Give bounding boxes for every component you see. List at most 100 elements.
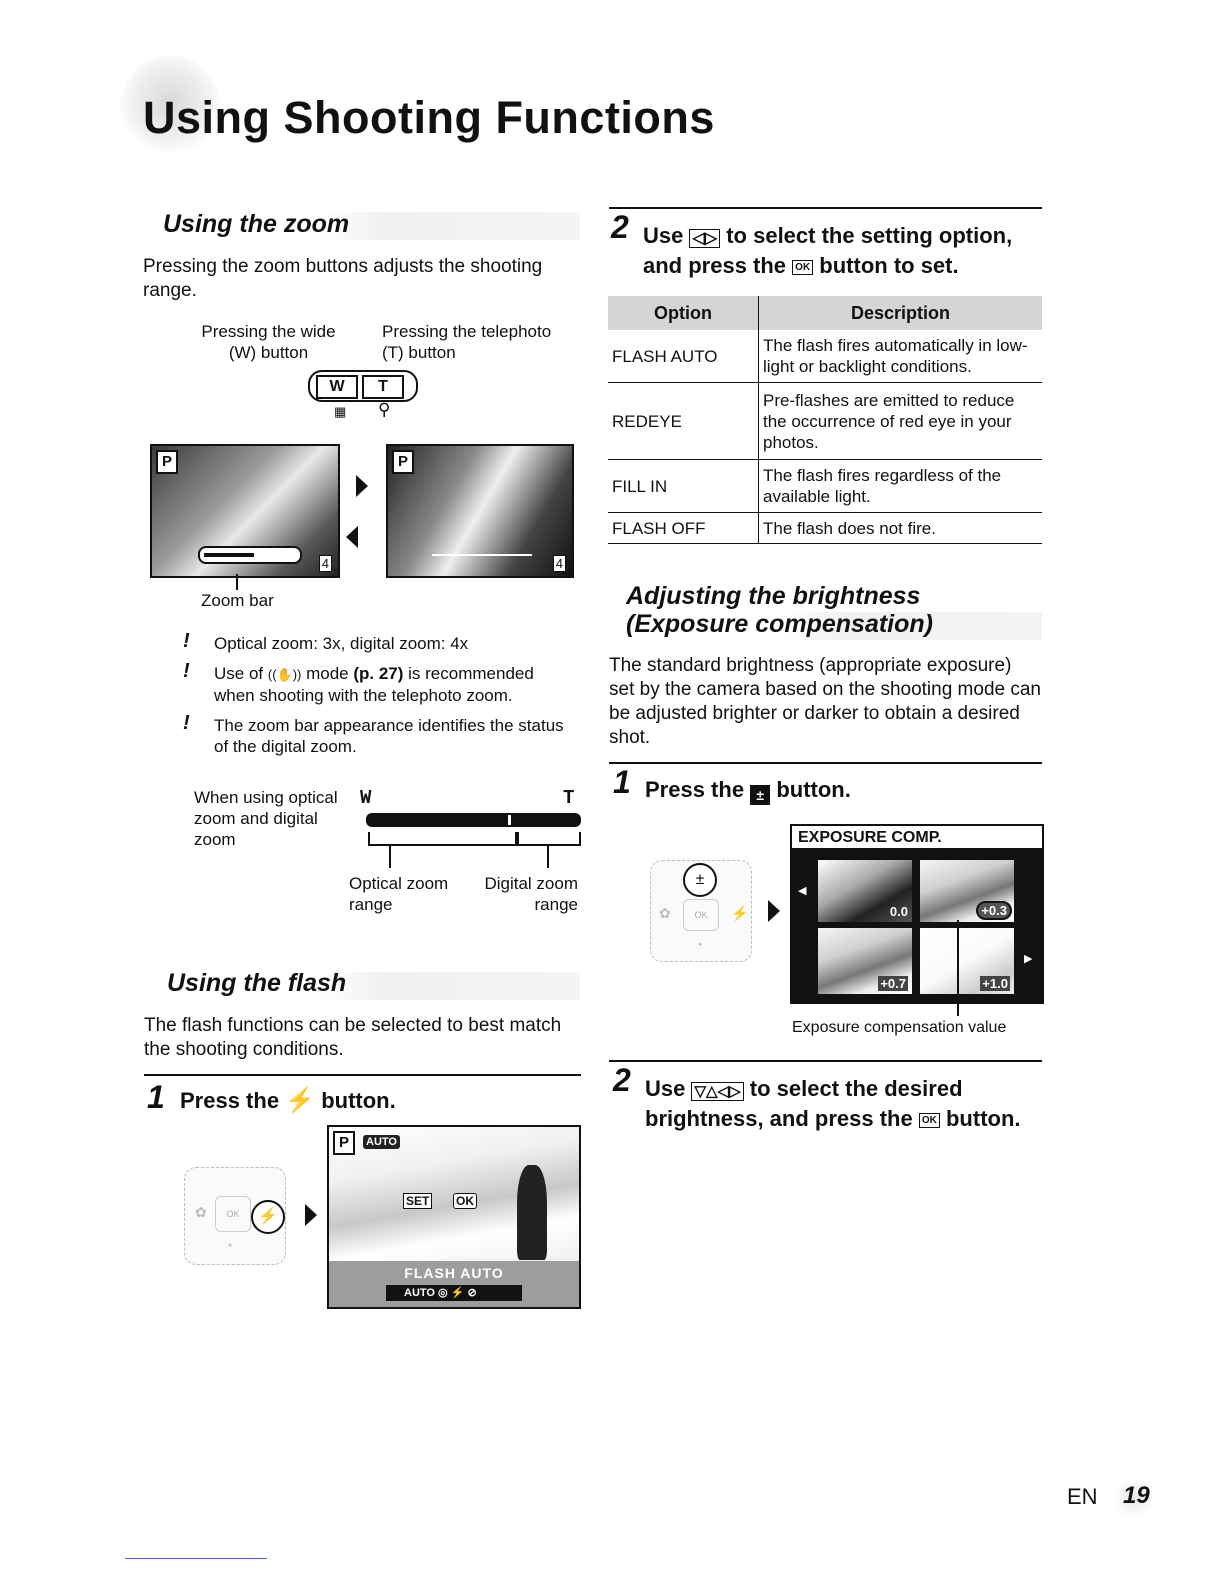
redeye-icon[interactable]: ◎ [438,1287,451,1299]
step-text: button. [945,1106,1021,1131]
w-button[interactable]: W [316,375,358,399]
flash-screen: P AUTO SET OK FLASH AUTO AUTO ◎ ⚡ ⊘ [327,1125,581,1309]
zoom-notes: ! Optical zoom: 3x, digital zoom: 4x ! U… [183,631,573,757]
description-cell: The flash fires regardless of the availa… [758,459,1042,513]
zoom-lever[interactable]: W T [308,370,418,402]
exposure-value: +1.0 [980,976,1010,991]
flash-step2: Use ◁▷ to select the setting option, and… [643,222,1043,281]
option-cell: FILL IN [608,459,759,513]
table-header-row: Option Description [608,296,1042,330]
flash-mode-label: FLASH AUTO [404,1265,504,1281]
zoom-bar-fill [204,553,254,557]
ok-func-button[interactable]: OK [683,899,719,931]
t-indicator: T [563,787,575,809]
image-stabilizer-icon: ((✋)) [267,667,302,682]
flash-icon: ⚡ [285,1087,316,1114]
auto-badge: AUTO [363,1135,400,1149]
digital-pointer [547,846,549,868]
flash-icon: ⚡ [731,905,749,921]
step-text: and press the [643,253,787,278]
flash-heading: Using the flash [167,969,347,997]
flash-button[interactable]: ⚡ [251,1200,285,1234]
flash-step1: Press the ⚡ button. [180,1087,396,1114]
flash-heading-bar [145,972,580,1000]
table-row: REDEYE Pre-flashes are emitted to reduce… [608,382,1042,460]
note-item: ! Optical zoom: 3x, digital zoom: 4x [183,631,573,654]
page-ref-link[interactable]: (p. 27) [353,664,404,683]
exposure-value: +0.7 [878,976,908,991]
optical-range-bracket [368,832,517,846]
divider [609,762,1042,764]
wide-caption-line1: Pressing the wide [201,322,336,341]
flash-auto-option[interactable]: AUTO [404,1287,435,1299]
footnote-line [125,1558,267,1559]
flash-intro: The flash functions can be selected to b… [144,1015,562,1060]
exposure-comp-icon: ± [750,785,771,805]
option-cell: REDEYE [608,382,759,460]
caution-icon: ! [183,712,190,734]
fill-in-icon[interactable]: ⚡ [450,1287,468,1299]
flash-options-bar: AUTO ◎ ⚡ ⊘ [386,1285,522,1301]
shot-count: 4 [552,555,566,572]
scroll-left-icon[interactable]: ◀ [798,885,807,897]
table-row: FLASH AUTO The flash fires automatically… [608,330,1042,383]
brightness-heading-line1: Adjusting the brightness [626,582,921,610]
step-text: Press the [180,1088,280,1113]
flash-off-icon[interactable]: ⊘ [467,1287,477,1299]
exposure-value: +0.3 [976,901,1012,920]
zoom-bar [432,554,532,564]
column-header: Description [758,296,1042,330]
step-text: Use [643,223,684,248]
divider [144,1074,581,1076]
column-header: Option [608,296,759,330]
scroll-right-icon[interactable]: ▶ [1024,953,1033,965]
wide-grid-icon: ▦ [334,404,347,419]
preview-tile[interactable]: +1.0 [918,926,1016,996]
description-cell: Pre-flashes are emitted to reduce the oc… [758,382,1042,460]
option-cell: FLASH AUTO [608,330,759,383]
set-label: SET [403,1193,433,1209]
zoom-bar-pointer [236,574,238,590]
arrow-left-icon [346,526,358,548]
shot-count: 4 [318,555,332,572]
ok-label: OK [453,1193,477,1209]
brightness-step2: Use ▽△◁▷ to select the desired brightnes… [645,1075,1045,1134]
step-number: 1 [613,764,631,800]
zoom-bar [198,546,302,564]
left-right-arrows-icon: ◁▷ [689,229,721,248]
brightness-heading-line2: (Exposure compensation) [626,610,933,638]
macro-icon: ✿ [659,905,671,921]
step-number: 2 [613,1062,631,1098]
subject-silhouette [517,1165,547,1260]
preview-tile[interactable]: +0.7 [816,926,914,996]
note-text-mid: mode [301,664,354,683]
step-number: 2 [611,209,629,245]
step-text: Use [645,1076,686,1101]
page-number-bg [1114,1476,1154,1520]
wide-caption-line2: (W) button [228,343,309,362]
four-arrows-icon: ▽△◁▷ [691,1082,744,1101]
exposure-button[interactable]: ± [683,863,717,897]
self-timer-icon: ◔ [695,937,703,952]
description-cell: The flash does not fire. [758,512,1042,544]
magnifier-icon: ⚲ [378,400,391,419]
ok-func-icon: OK [918,1112,940,1128]
table-row: FILL IN The flash fires regardless of th… [608,459,1042,513]
exposure-screen: EXPOSURE COMP. 0.0 +0.3 +0.7 +1.0 ◀ ▶ [790,824,1044,1004]
description-cell: The flash fires automatically in low-lig… [758,330,1042,383]
ok-func-button[interactable]: OK [215,1196,251,1232]
step-text: Press the [645,777,745,802]
optical-pointer [389,846,391,868]
zoom-heading-bar [145,212,580,240]
control-pad-illustration: ± OK ✿ ⚡ ◔ [650,860,752,962]
preview-tile-selected[interactable]: +0.3 [918,858,1016,924]
zoom-intro: Pressing the zoom buttons adjusts the sh… [143,256,543,301]
table-row: FLASH OFF The flash does not fire. [608,512,1042,544]
t-button[interactable]: T [362,375,404,399]
preview-tile[interactable]: 0.0 [816,858,914,924]
flash-menu-strip: FLASH AUTO AUTO ◎ ⚡ ⊘ [329,1261,579,1307]
step2-line1: Use ▽△◁▷ to select the desired [645,1075,1045,1105]
note-item: ! Use of ((✋)) mode (p. 27) is recommend… [183,661,573,706]
page-title: Using Shooting Functions [143,92,715,143]
zoom-wide-screen: P 4 [150,444,340,578]
